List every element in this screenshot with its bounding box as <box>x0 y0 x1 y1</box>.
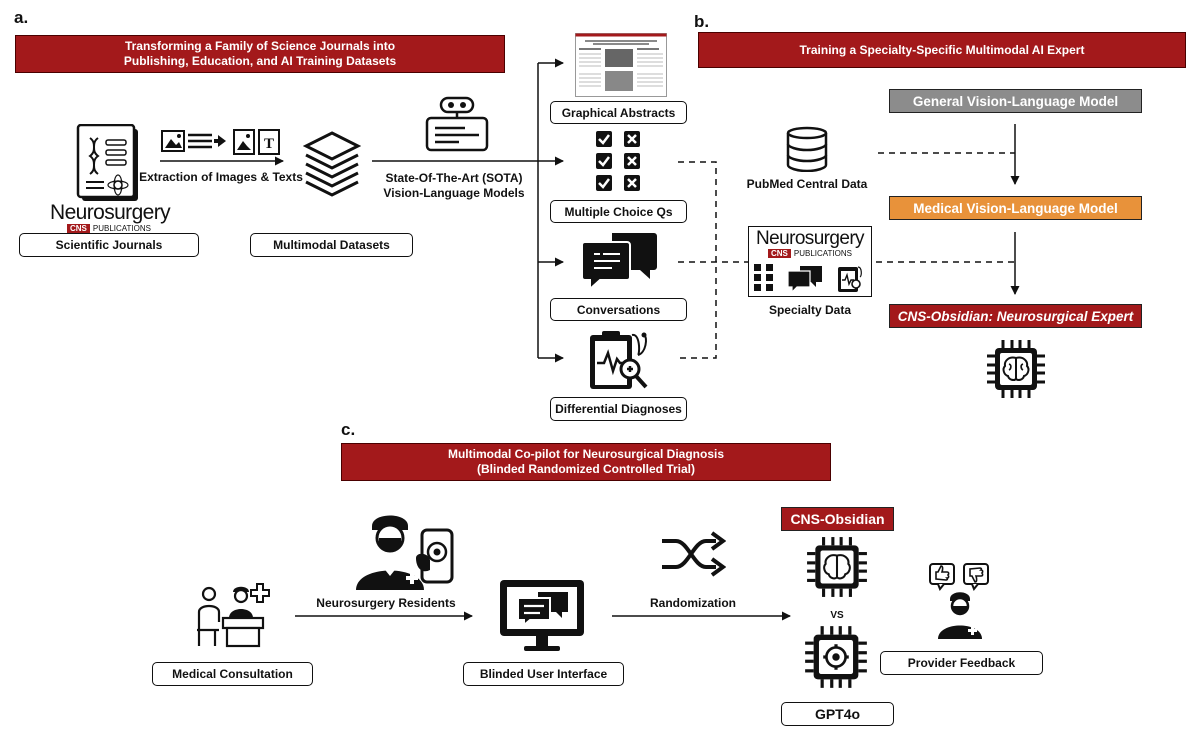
journal-document-icon <box>76 124 138 201</box>
panel-c-letter: c. <box>341 420 356 439</box>
gpt4o-chip-icon <box>805 626 867 688</box>
output-conversations: Conversations <box>550 298 687 321</box>
cns-obsidian-box: CNS-Obsidian <box>781 507 894 531</box>
clipboard-stethoscope-icon <box>590 331 648 389</box>
vs-label: VS <box>830 610 844 621</box>
journal-brand-name: Neurosurgery <box>50 201 171 224</box>
output-multiple-choice: Multiple Choice Qs <box>550 200 687 223</box>
multimodal-datasets-box: Multimodal Datasets <box>250 233 413 257</box>
dashed-join-mcq <box>678 161 717 359</box>
robot-model-icon <box>425 96 489 152</box>
specialty-mini-icons <box>754 264 862 294</box>
specialty-label: Specialty Data <box>768 303 852 317</box>
journal-brand-tag: CNS <box>67 224 90 233</box>
sota-label: State-Of-The-Art (SOTA) Vision-Language … <box>372 171 536 201</box>
chat-bubbles-icon <box>581 233 657 291</box>
extraction-icons: T <box>161 129 280 155</box>
panel-b-letter: b. <box>694 12 710 31</box>
checkbox-grid-icon <box>596 131 640 191</box>
expert-model-box: CNS-Obsidian: Neurosurgical Expert <box>889 304 1142 328</box>
output-graphical-abstracts: Graphical Abstracts <box>550 101 687 124</box>
journal-brand-sub: PUBLICATIONS <box>92 224 151 233</box>
sota-label-line1: State-Of-The-Art (SOTA) <box>385 171 523 185</box>
pubmed-label: PubMed Central Data <box>746 177 868 191</box>
provider-feedback-icon <box>929 563 989 639</box>
blinded-ui-box: Blinded User Interface <box>463 662 624 686</box>
graphical-abstract-thumbnail <box>575 33 667 97</box>
panel-b-banner: Training a Specialty-Specific Multimodal… <box>698 32 1186 68</box>
database-icon <box>786 126 828 172</box>
resident-with-phone-icon <box>356 515 454 590</box>
panel-a-banner-line2: Publishing, Education, and AI Training D… <box>123 54 397 68</box>
output-differential-diagnoses: Differential Diagnoses <box>550 397 687 421</box>
specialty-brand-tag: CNS <box>768 249 791 258</box>
randomization-label: Randomization <box>650 596 736 610</box>
medical-vlm-box: Medical Vision-Language Model <box>889 196 1142 220</box>
general-vlm-box: General Vision-Language Model <box>889 89 1142 113</box>
provider-feedback-box: Provider Feedback <box>880 651 1043 675</box>
panel-c-banner-line1: Multimodal Co-pilot for Neurosurgical Di… <box>447 447 724 461</box>
residents-label: Neurosurgery Residents <box>316 596 456 610</box>
panel-c-banner: Multimodal Co-pilot for Neurosurgical Di… <box>341 443 831 481</box>
shuffle-icon <box>662 531 726 577</box>
scientific-journals-box: Scientific Journals <box>19 233 199 257</box>
panel-a-banner-line1: Transforming a Family of Science Journal… <box>124 39 396 53</box>
specialty-brand-name: Neurosurgery <box>756 228 865 249</box>
medical-consultation-box: Medical Consultation <box>152 662 313 686</box>
panel-a-letter: a. <box>14 8 29 27</box>
layers-icon <box>303 131 361 197</box>
monitor-chat-icon <box>500 580 584 651</box>
panel-a-banner: Transforming a Family of Science Journal… <box>15 35 505 73</box>
specialty-brand-sub: PUBLICATIONS <box>793 249 852 258</box>
ai-brain-chip-icon <box>987 340 1045 398</box>
gpt4o-box: GPT4o <box>781 702 894 726</box>
panel-c-banner-line2: (Blinded Randomized Controlled Trial) <box>476 462 695 476</box>
extraction-label: Extraction of Images & Texts <box>139 170 303 184</box>
medical-consultation-icon <box>197 583 270 648</box>
cns-obsidian-chip-icon <box>807 537 867 597</box>
sota-label-line2: Vision-Language Models <box>383 186 525 200</box>
svg-text:T: T <box>264 136 274 152</box>
